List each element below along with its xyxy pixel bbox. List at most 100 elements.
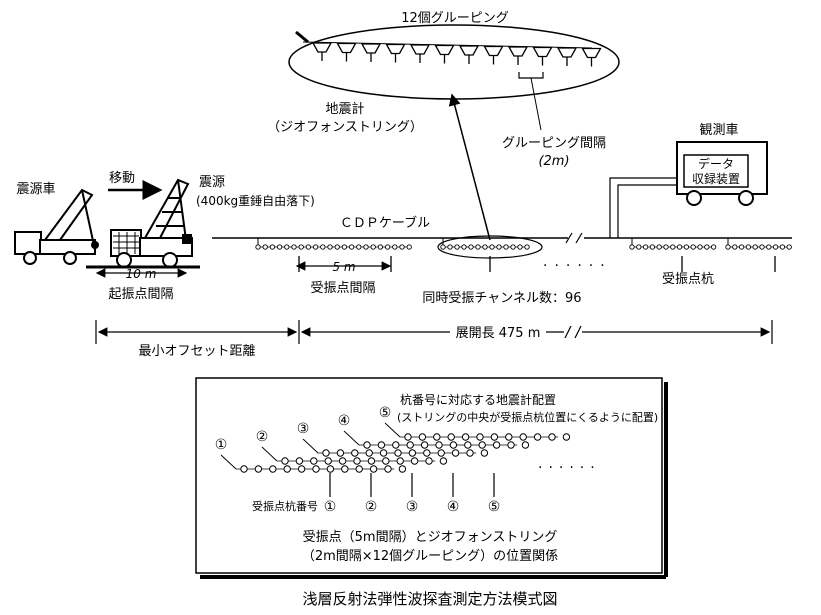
geophone-plug-icon bbox=[295, 30, 309, 44]
inset-geophone-dot bbox=[312, 465, 320, 473]
inset-geophone-dot bbox=[396, 457, 404, 465]
geophone-dot bbox=[636, 244, 642, 250]
geophone-icon bbox=[532, 46, 553, 58]
geophone-dot bbox=[697, 244, 703, 250]
geophone-dot bbox=[356, 244, 362, 250]
geophone-icon bbox=[458, 45, 480, 56]
cdp-cable-label: ＣＤＰケーブル bbox=[340, 215, 430, 231]
wheel-icon bbox=[738, 190, 754, 206]
geophone-dot bbox=[766, 244, 772, 250]
geophone-icon bbox=[311, 42, 333, 53]
inset-geophone-dot bbox=[437, 449, 445, 457]
geophone-dot bbox=[676, 244, 683, 250]
shot-interval-value: 10 m bbox=[126, 267, 157, 281]
geophone-dot bbox=[327, 244, 333, 250]
obs-vehicle-body bbox=[676, 141, 768, 195]
geophone-icon bbox=[507, 46, 529, 57]
string-marker: ⑤ bbox=[379, 405, 392, 421]
inset-geophone-dot bbox=[505, 433, 513, 441]
inset-geophone-dot bbox=[447, 433, 455, 441]
geophone-dot bbox=[399, 244, 405, 250]
inset-geophone-dot bbox=[379, 449, 388, 457]
inset-geophone-dot bbox=[466, 449, 474, 457]
min-offset-label: 最小オフセット距離 bbox=[138, 344, 255, 359]
inset-geophone-dot bbox=[562, 433, 571, 441]
inset-geophone-dot bbox=[418, 433, 427, 441]
obs-vehicle-label: 観測車 bbox=[699, 123, 738, 138]
truck-cab bbox=[14, 231, 42, 255]
cab-hatch bbox=[113, 232, 139, 254]
drop-weight-icon bbox=[182, 234, 192, 244]
observation-vehicle: 観測車 データ 収録装置 bbox=[609, 123, 768, 238]
inset-subtitle: (ストリングの中央が受振点杭位置にくるように配置) bbox=[397, 410, 658, 424]
inset-geophone-dot bbox=[410, 457, 419, 465]
spread-length-label: 展開長 475 m bbox=[456, 326, 541, 341]
inset-geophone-dot bbox=[408, 449, 417, 457]
geophone-dot bbox=[298, 244, 304, 250]
crane-boom bbox=[44, 188, 96, 251]
inset-geophone-dot bbox=[451, 449, 460, 457]
receiver-interval-dimension: 5 m 受振点間隔 bbox=[295, 260, 392, 296]
geophone-dot bbox=[772, 244, 779, 250]
receiver-interval-value: 5 m bbox=[332, 260, 355, 274]
inset-geophone-dot bbox=[254, 465, 263, 473]
inset-geophone-dot bbox=[377, 441, 386, 449]
geophone-dot bbox=[489, 244, 495, 250]
inset-geophone-dot bbox=[365, 449, 373, 457]
receiver-stake-label: 受振点杭 bbox=[662, 272, 714, 287]
geophone-dot bbox=[524, 244, 530, 250]
inset-geophone-dot bbox=[533, 433, 542, 441]
inset-geophone-dot bbox=[420, 441, 429, 449]
grouping-detail: 12個グルーピング bbox=[288, 11, 620, 131]
geophone-dot bbox=[503, 244, 509, 250]
string-marker: ② bbox=[256, 429, 269, 445]
inset-caption: 受振点（5m間隔）とジオフォンストリング bbox=[303, 530, 558, 545]
inset-geophone-dot bbox=[392, 441, 400, 449]
stake-marker: ④ bbox=[447, 499, 460, 515]
geophone-dot bbox=[510, 244, 516, 250]
move-label: 移動 bbox=[109, 171, 135, 186]
geophone-dot bbox=[725, 244, 731, 250]
geophone-dot bbox=[759, 244, 765, 250]
inset-geophone-dot bbox=[382, 457, 390, 465]
geophone-dot bbox=[341, 244, 348, 250]
inset-geophone-dot bbox=[507, 441, 515, 449]
geophone-icon bbox=[409, 44, 431, 55]
inset-geophone-dot bbox=[324, 457, 332, 465]
geophone-dot bbox=[786, 244, 792, 250]
string-marker: ① bbox=[215, 437, 228, 453]
geophone-label: 地震計 bbox=[325, 101, 364, 117]
grouping-interval-label: グルーピング間隔 bbox=[502, 136, 606, 151]
offset-spread-dimension: 展開長 475 m 最小オフセット距離 bbox=[95, 320, 773, 359]
wheel-icon bbox=[162, 252, 178, 268]
inset-geophone-dot bbox=[519, 433, 527, 441]
source-vehicle-label: 震源車 bbox=[16, 182, 55, 197]
inset-geophone-strings bbox=[220, 422, 571, 497]
geophone-icon bbox=[556, 47, 578, 58]
geophone-dot bbox=[475, 244, 481, 250]
geophone-dot bbox=[482, 244, 488, 250]
inset-geophone-dot bbox=[310, 457, 318, 465]
figure-title: 浅層反射法弾性波探査測定方法模式図 bbox=[302, 590, 557, 608]
geophone-icon bbox=[385, 43, 406, 55]
inset-geophone-dot bbox=[398, 465, 407, 473]
more-receivers-ellipsis: ······ bbox=[543, 258, 612, 274]
inset-geophone-dot bbox=[439, 457, 448, 465]
inset-geophone-dot bbox=[404, 433, 412, 441]
geophone-dot bbox=[255, 244, 261, 250]
inset-geophone-dot bbox=[326, 465, 335, 473]
spread-label-bg bbox=[450, 324, 546, 340]
geophone-dot bbox=[406, 244, 412, 250]
geophone-dot bbox=[363, 244, 369, 250]
geophone-dot bbox=[629, 244, 635, 250]
source-vehicle-previous bbox=[14, 188, 99, 265]
wheel-icon bbox=[116, 252, 132, 268]
inset-ellipsis: ······ bbox=[538, 460, 601, 476]
detail-arrow bbox=[448, 93, 491, 241]
geophone-icon bbox=[483, 45, 504, 57]
geophone-dot bbox=[276, 244, 283, 250]
geophone-dot bbox=[663, 244, 669, 250]
inset-geophone-dot bbox=[476, 433, 484, 441]
channels-label: 同時受振チャンネル数：96 bbox=[422, 291, 581, 306]
geophone-icon bbox=[336, 42, 357, 54]
